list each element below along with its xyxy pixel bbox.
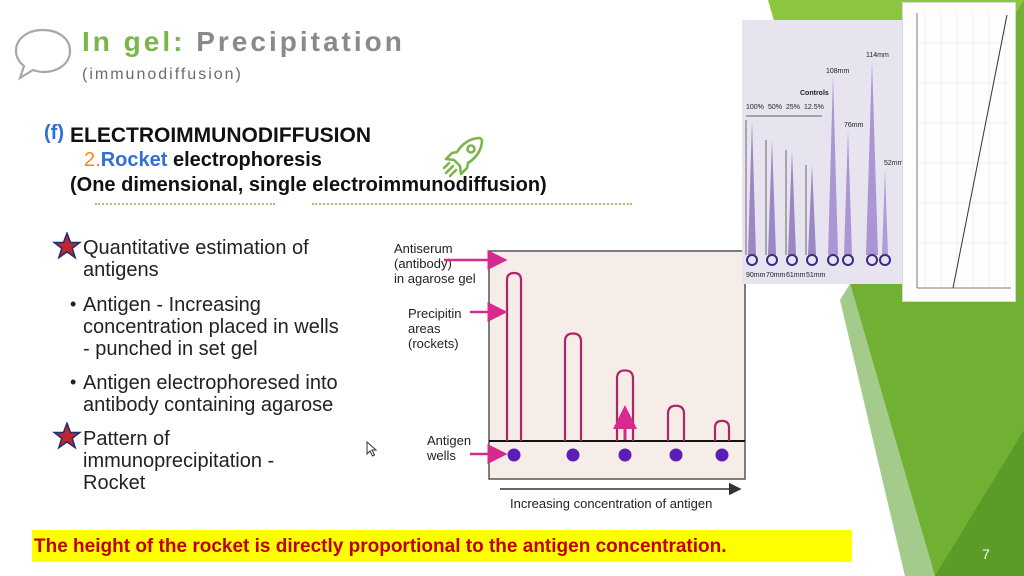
rocket-precipitin xyxy=(713,419,731,441)
title-part1: In gel: xyxy=(82,26,186,57)
mm-label: 76mm xyxy=(844,122,864,129)
banner-text: The height of the rocket is directly pro… xyxy=(34,536,727,557)
bottom-mm-label: 70mm xyxy=(766,272,786,279)
list-item: Pattern of immunoprecipitation - Rocket xyxy=(83,428,275,494)
bullet-dot-icon: • xyxy=(70,294,77,314)
calibration-graph-graphic xyxy=(916,13,1011,289)
list-item: Quantitative estimation of antigens xyxy=(83,237,309,281)
label-antigen-wells: Antigen wells xyxy=(427,433,472,463)
subheading-rest: electrophoresis xyxy=(172,149,322,171)
label-antiserum: Antiserum (antibody) in agarose gel xyxy=(394,241,476,286)
rockets-group xyxy=(505,271,731,441)
section-description: (One dimensional, single electroimmunodi… xyxy=(70,174,547,196)
rocket-precipitin xyxy=(505,271,523,441)
bullet-dot-icon: • xyxy=(70,372,77,392)
mm-label: 52mm xyxy=(884,160,904,167)
title-part2: Precipitation xyxy=(196,26,405,57)
star-icon xyxy=(52,422,82,450)
list-item: Antigen - Increasing concentration place… xyxy=(83,294,339,360)
pct-label: 12.5% xyxy=(804,104,824,111)
speech-bubble-icon xyxy=(14,28,72,81)
rocket-icon xyxy=(442,136,484,178)
controls-label: Controls xyxy=(800,90,829,97)
mm-label: 108mm xyxy=(826,68,850,75)
list-item: Antigen electrophoresed into antibody co… xyxy=(83,372,338,416)
page-number: 7 xyxy=(982,546,990,562)
antigen-well xyxy=(507,448,521,462)
bottom-mm-label: 90mm xyxy=(746,272,766,279)
antigen-well xyxy=(669,448,683,462)
star-icon xyxy=(52,232,82,260)
green-corner xyxy=(935,430,1024,576)
bottom-mm-label: 61mm xyxy=(786,272,806,279)
rocket-diagram xyxy=(444,250,746,496)
dotted-divider-right xyxy=(312,203,632,205)
antigen-well xyxy=(618,448,632,462)
gel-photo: Controls 100% 50% 25% 12.5% 114mm 108mm … xyxy=(742,20,904,284)
rocket-precipitin xyxy=(615,369,635,441)
section-heading: ELECTROIMMUNODIFFUSION xyxy=(70,124,371,147)
bottom-mm-label: 51mm xyxy=(806,272,826,279)
calibration-graph-photo xyxy=(902,2,1016,302)
diagram-caption: Increasing concentration of antigen xyxy=(510,496,713,511)
page-subtitle: (immunodiffusion) xyxy=(82,66,243,83)
antigen-well xyxy=(566,448,580,462)
pct-label: 50% xyxy=(768,104,783,111)
rocket-precipitin xyxy=(563,332,583,441)
page-title: In gel: Precipitation xyxy=(82,26,405,58)
label-precipitin: Precipitin areas (rockets) xyxy=(408,306,462,351)
dotted-divider-left xyxy=(95,203,275,205)
section-label: (f) xyxy=(44,122,64,144)
wells-group xyxy=(507,448,729,462)
gel-plate xyxy=(488,250,746,480)
pct-label: 100% xyxy=(746,104,764,111)
antigen-well xyxy=(715,448,729,462)
subheading-highlight: Rocket xyxy=(100,149,168,171)
highlight-banner xyxy=(32,530,852,562)
pct-label: 25% xyxy=(786,104,801,111)
rocket-precipitin xyxy=(666,404,686,441)
mm-label: 114mm xyxy=(866,52,889,59)
section-subheading: 2.Rocket electrophoresis xyxy=(84,149,322,172)
mouse-cursor-icon xyxy=(366,441,378,457)
gel-photo-graphic xyxy=(742,20,904,284)
subheading-number: 2. xyxy=(84,149,101,171)
